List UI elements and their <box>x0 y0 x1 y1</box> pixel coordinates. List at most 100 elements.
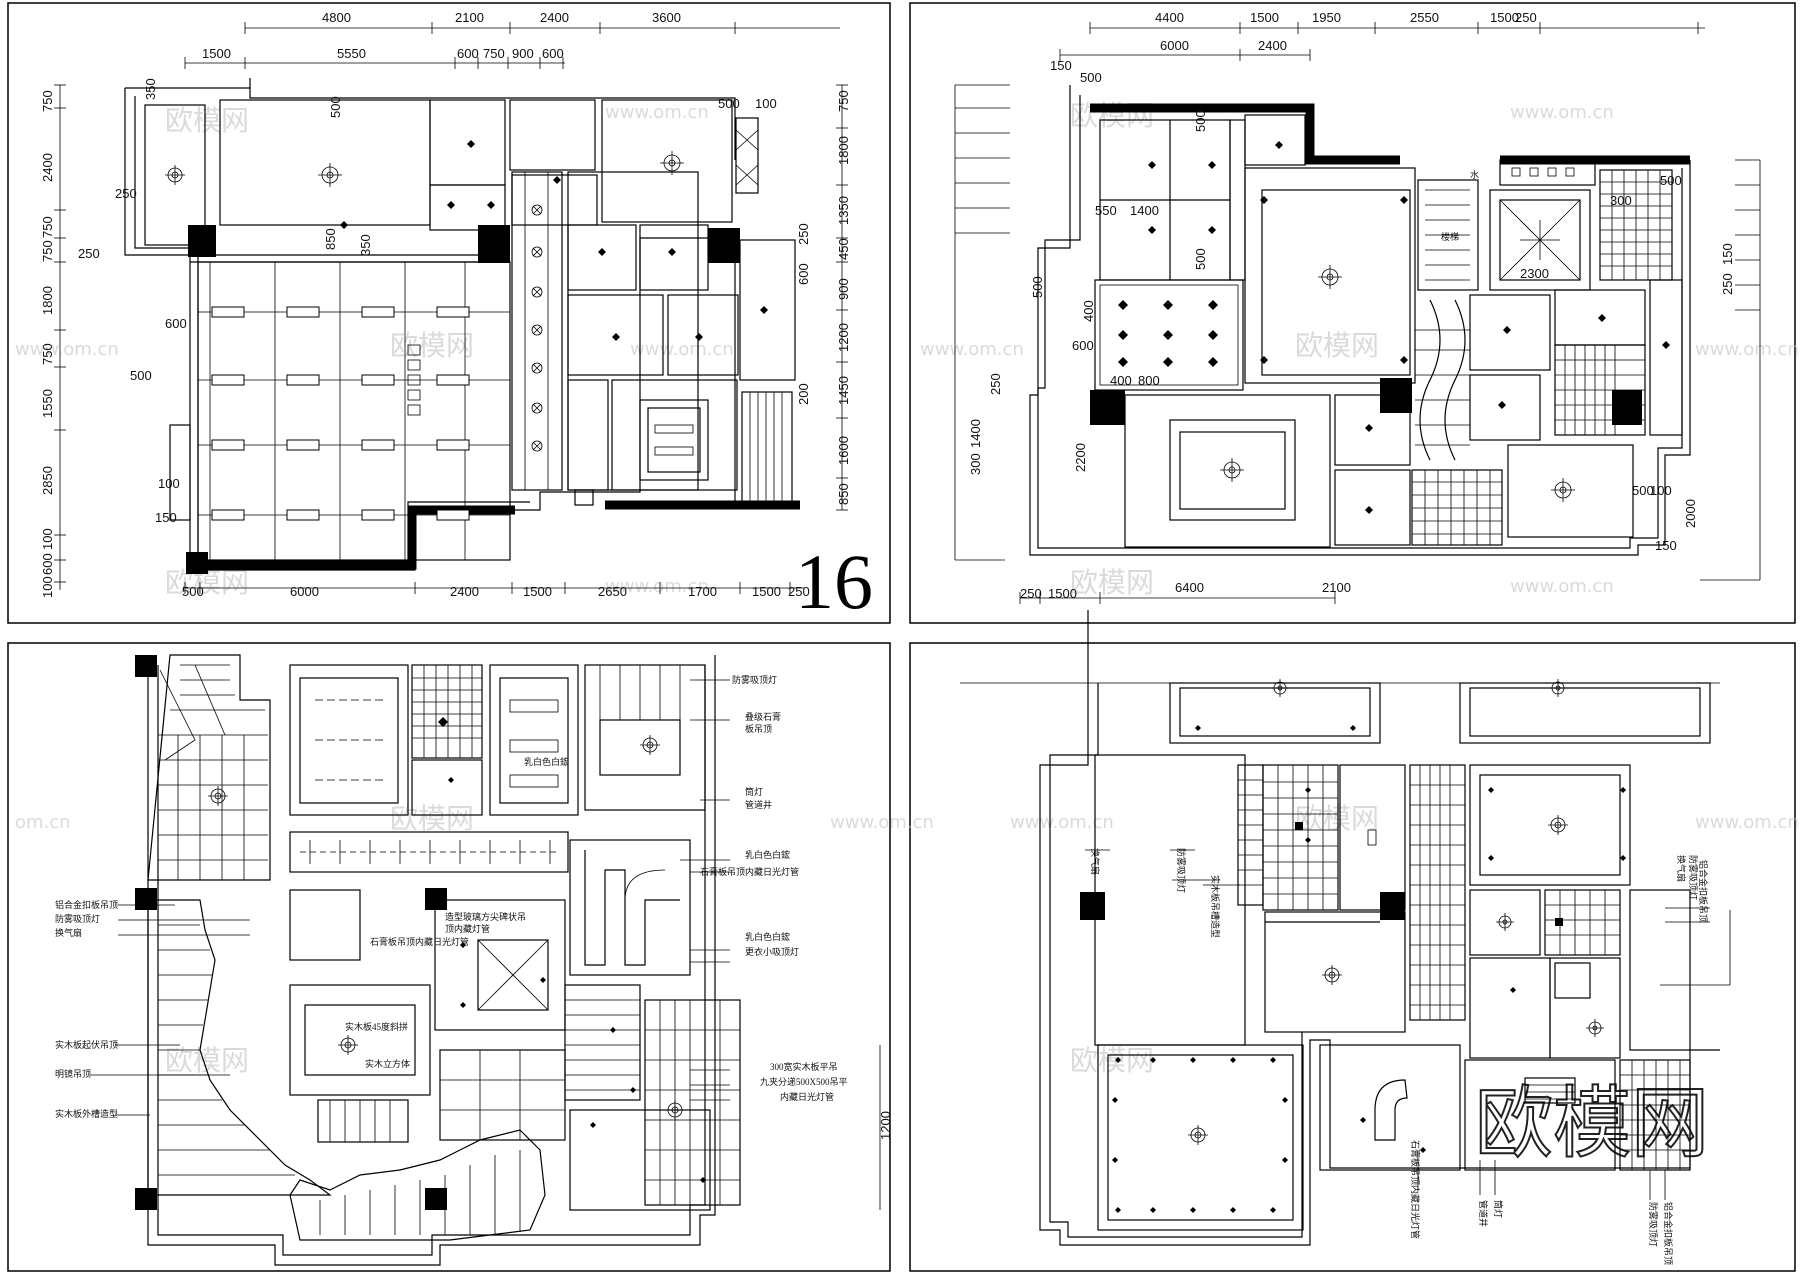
dim-label: 450 <box>836 238 851 260</box>
note-text: 乳白色白鋐 <box>524 756 569 767</box>
note-text: 换气扇 <box>1676 855 1687 882</box>
watermark-url: www.om.cn <box>1510 102 1614 123</box>
dim-label: 600 <box>796 263 811 285</box>
note-text: 造型玻璃方尖碑状吊 <box>445 911 526 922</box>
dim-label: 2300 <box>1520 266 1549 281</box>
room-label: 水 <box>1470 169 1479 180</box>
dim-label: 500 <box>182 584 204 599</box>
dim-label: 150 <box>1720 243 1735 265</box>
watermark-cn: 欧模网 <box>1295 329 1379 362</box>
dim-label: 2400 <box>450 584 479 599</box>
note-text: 管道井 <box>1478 1200 1489 1227</box>
note-text: 九夹分递500X500吊平 <box>760 1076 848 1087</box>
dim-label: 4400 <box>1155 10 1184 25</box>
dim-label: 4800 <box>322 10 351 25</box>
dim-label: 1400 <box>1130 203 1159 218</box>
frame-plan1 <box>7 2 891 624</box>
note-text: 防雾吸顶灯 <box>55 913 100 924</box>
dim-label: 500 <box>1080 70 1102 85</box>
dim-label: 500 <box>1193 110 1208 132</box>
note-text: 换气扇 <box>55 927 82 938</box>
dim-label: 1500 <box>752 584 781 599</box>
note-text: 防雾吸顶灯 <box>1688 855 1699 900</box>
dim-label: 2200 <box>1073 443 1088 472</box>
dim-label: 250 <box>78 246 100 261</box>
note-text: 防雾吸顶灯 <box>732 674 777 685</box>
note-text: 防雾吸顶灯 <box>1176 848 1187 893</box>
dim-label: 100 <box>40 528 55 550</box>
dim-label: 500 <box>130 368 152 383</box>
note-text: 换气扇 <box>1090 848 1101 875</box>
dim-label: 2000 <box>1683 499 1698 528</box>
dim-label: 1200 <box>836 323 851 352</box>
dim-label: 250 <box>1515 10 1537 25</box>
dim-label: 2850 <box>40 466 55 495</box>
dim-label: 100 <box>158 476 180 491</box>
dim-label: 300 <box>1610 193 1632 208</box>
dim-label: 800 <box>1138 373 1160 388</box>
note-text: 实木板外槽造型 <box>55 1108 118 1119</box>
dim-label: 1500 <box>523 584 552 599</box>
dim-label: 100 <box>40 576 55 598</box>
watermark-url-short: om.cn <box>15 812 71 833</box>
dim-label: 750 <box>40 343 55 365</box>
dim-label: 250 <box>788 584 810 599</box>
note-text: 实木板吊槽造型 <box>1210 875 1221 938</box>
note-text: 筒灯 <box>745 786 763 797</box>
watermark-url: www.om.cn <box>920 339 1024 360</box>
dim-label: 600 <box>165 316 187 331</box>
note-text: 实木立方体 <box>365 1058 410 1069</box>
plan2: 4400 1500 1950 2550 1500 250 6000 2400 1… <box>954 10 1761 604</box>
dim-label: 500 <box>328 96 343 118</box>
dim-label: 6000 <box>290 584 319 599</box>
watermark-url: www.om.cn <box>1695 812 1799 833</box>
dim-label: 600 <box>40 553 55 575</box>
dim-label: 750 <box>40 240 55 262</box>
dim-label: 1400 <box>968 419 983 448</box>
dim-label: 2400 <box>40 153 55 182</box>
dim-label: 250 <box>1020 586 1042 601</box>
dim-label: 250 <box>796 223 811 245</box>
dim-label: 750 <box>483 46 505 61</box>
dim-label: 550 <box>1095 203 1117 218</box>
dim-label: 900 <box>836 278 851 300</box>
frame-plan4 <box>909 642 1796 1272</box>
dim-label: 2400 <box>1258 38 1287 53</box>
watermark-url: www.om.cn <box>1695 339 1799 360</box>
dim-label: 2550 <box>1410 10 1439 25</box>
watermark-url: www.om.cn <box>630 339 734 360</box>
note-text: 乳白色白鋐 <box>745 849 790 860</box>
watermark-cn: 欧模网 <box>390 802 474 835</box>
note-text: 铝合金扣板吊顶 <box>1698 860 1709 923</box>
dim-label: 400 <box>1110 373 1132 388</box>
dim-label: 500 <box>718 96 740 111</box>
dim-label: 1800 <box>40 286 55 315</box>
watermark-url: www.om.cn <box>605 102 709 123</box>
watermark-url: www.om.cn <box>605 576 709 597</box>
dim-label: 750 <box>40 90 55 112</box>
dim-label: 1350 <box>836 196 851 225</box>
plan1: 4800 2100 2400 3600 1500 5550 600 750 90… <box>40 10 873 625</box>
dim-label: 1500 <box>1250 10 1279 25</box>
frame-plan3 <box>7 642 891 1272</box>
dim-label: 1600 <box>836 436 851 465</box>
room-label: 楼梯 <box>1441 231 1459 242</box>
plan3: 1200 防雾吸顶灯 叠级石膏 板吊顶 筒灯 管道井 乳白色白鋐 石膏板吊顶内藏… <box>55 654 893 1266</box>
note-text: 筒灯 <box>1493 1200 1504 1218</box>
dim-label: 1550 <box>40 389 55 418</box>
dim-label: 1500 <box>202 46 231 61</box>
dim-label: 2100 <box>1322 580 1351 595</box>
dim-label: 100 <box>1650 483 1672 498</box>
dim-label: 2100 <box>455 10 484 25</box>
dim-label: 600 <box>457 46 479 61</box>
watermark-url: www.om.cn <box>830 812 934 833</box>
dim-label: 5550 <box>337 46 366 61</box>
dim-label: 250 <box>988 373 1003 395</box>
note-text: 铝合金扣板吊顶 <box>55 899 118 910</box>
dim-label: 250 <box>1720 273 1735 295</box>
dim-label: 1500 <box>1490 10 1519 25</box>
dim-label: 150 <box>155 510 177 525</box>
note-text: 300宽实木板平吊 <box>770 1061 838 1072</box>
note-text: 石膏板吊顶内藏日光灯管 <box>700 866 799 877</box>
